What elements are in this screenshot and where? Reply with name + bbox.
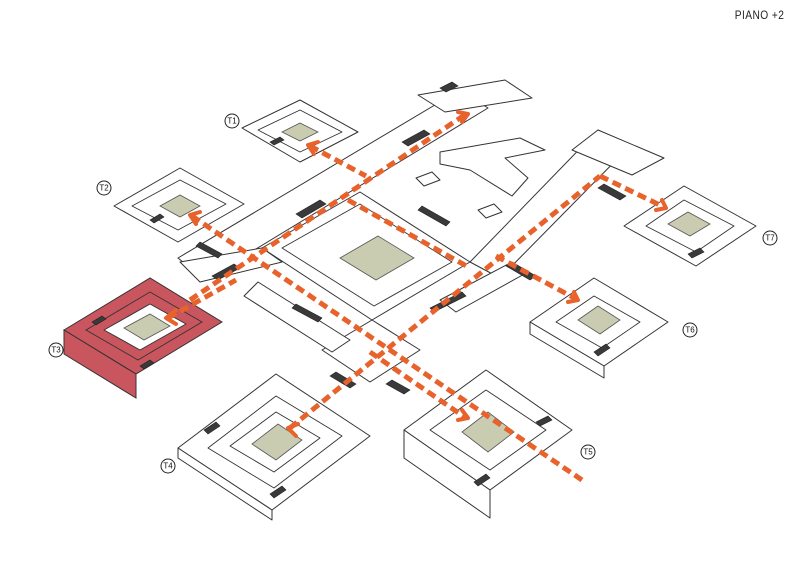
core-11 [385,379,411,395]
arrow-t5 [456,408,470,422]
route-to-t7 [598,173,668,211]
tower-t6-plan [529,277,669,379]
tower-t2-plan [113,167,245,243]
t5-ring [429,389,547,471]
core-5 [291,303,323,323]
t5-core-2 [535,415,553,427]
arrow-t3 [164,308,178,326]
route-to-t6 [494,253,580,303]
tower-label-t4: T4 [160,458,176,474]
route-to-t5 [368,349,468,421]
t6-side [529,321,605,379]
t5-side [403,429,491,519]
core-2 [401,129,431,147]
arrow-t2 [188,210,202,226]
route-to-t3 [166,277,238,321]
central-court-inner [281,203,453,307]
circulation-routes [166,111,668,483]
route-arrowheads [164,110,668,438]
t7-garden [667,211,711,237]
skylight-1 [415,171,441,187]
tower-t5-plan [403,369,573,519]
t4-ring [207,395,343,489]
arm-west [179,247,283,283]
route-spine-diagonal [288,174,602,430]
core-7 [195,241,223,259]
t3-core-2 [139,359,155,370]
t6-ring [555,295,641,349]
t4-side [177,447,273,521]
t1-garden [281,122,319,142]
t2-ring [131,179,227,231]
skylight-2 [477,203,503,219]
arrow-t7 [654,198,668,212]
tower-label-t1: T1 [224,113,240,129]
route-to-t1 [308,143,368,179]
core-4 [439,81,459,93]
t5-core-1 [473,473,491,487]
t2-core [149,213,165,224]
t4-garden [251,423,303,461]
central-garden [339,235,415,281]
t2-garden [159,194,201,218]
t4-core-2 [269,485,287,499]
tower-label-t2-text: T2 [99,184,109,193]
tower-label-t6: T6 [682,322,698,338]
spine-north-cap [417,79,533,113]
north-wing [439,137,546,197]
t7-ring [645,199,735,253]
t4-core-1 [203,421,221,435]
arrow-t1-spine [456,110,470,124]
tower-label-t5: T5 [580,444,596,460]
t7-core [687,247,705,259]
t1-core [269,136,285,146]
tower-label-t2: T2 [96,180,112,196]
t4-ring-2 [229,411,321,473]
floor-label: PIANO +2 [734,8,784,22]
tower-label-t7: T7 [762,230,778,246]
t6-garden [577,305,621,335]
arrow-t4 [286,422,300,438]
t3-side [63,329,137,399]
tower-label-t1-text: T1 [227,117,237,126]
tower-labels: T1 T2 T3 T4 T5 T6 T7 [48,113,778,474]
tower-label-t7-text: T7 [765,234,775,243]
t6-core [593,343,611,357]
tower-label-t3: T3 [48,342,64,358]
tower-label-t5-text: T5 [583,448,593,457]
arrow-t6 [566,290,580,304]
t1-ring [257,109,343,153]
t5-garden [461,411,515,453]
core-1 [295,199,327,219]
arrow-t1 [306,140,320,156]
tower-t1-plan [241,99,359,163]
t3-core-1 [91,315,107,326]
core-12 [597,183,627,201]
route-court [346,197,472,271]
tower-label-t3-text: T3 [51,346,61,355]
route-spine-northeast-southwest [190,213,584,483]
tower-t4-plan [177,373,371,521]
tower-label-t4-text: T4 [163,462,173,471]
core-3 [417,205,451,227]
tower-label-t6-text: T6 [685,326,695,335]
tower-t3-plan [63,277,223,399]
t3-garden [123,313,171,341]
arm-east-cap [571,129,665,176]
